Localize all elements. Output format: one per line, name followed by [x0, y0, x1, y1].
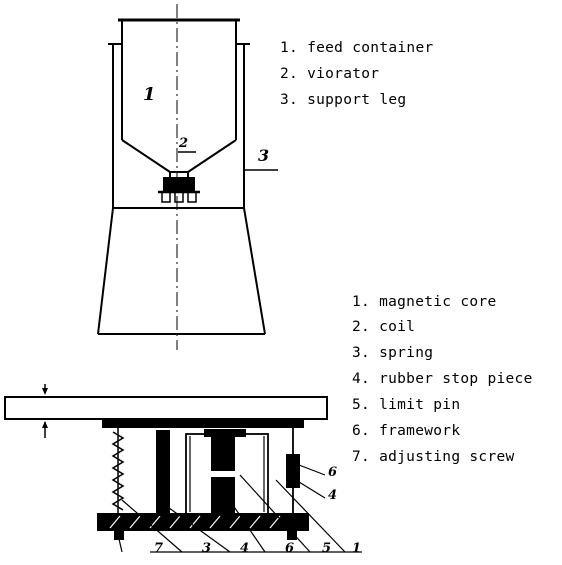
legend-number: 3.	[280, 92, 299, 108]
legend-number: 4.	[352, 371, 371, 387]
legend-text: limit pin	[379, 397, 461, 413]
callout-bottom-3: 4	[240, 541, 250, 556]
base-plate	[97, 513, 309, 540]
top-legend-item-2: 2. viorator	[280, 66, 379, 82]
legend-text: framework	[379, 423, 461, 439]
legend-text: rubber stop piece	[379, 371, 533, 387]
callout-leaders	[118, 464, 362, 553]
legend-text: feed container	[307, 40, 434, 56]
legend-number: 3.	[352, 345, 371, 361]
legend-text: coil	[379, 319, 416, 335]
callout-leg: 3	[258, 146, 270, 165]
top-legend-item-3: 3. support leg	[280, 92, 406, 108]
bottom-legend-item-1: 1. magnetic core	[352, 294, 496, 310]
top-plate	[4, 384, 328, 438]
legend-number: 1.	[352, 294, 371, 310]
bottom-legend-item-3: 3. spring	[352, 345, 433, 361]
feed-container	[118, 18, 240, 178]
callout-side-lower: 4	[328, 488, 338, 503]
top-legend-item-1: 1. feed container	[280, 40, 434, 56]
callout-bottom-4: 6	[285, 541, 295, 556]
callout-side-upper: 6	[328, 465, 338, 480]
callout-bottom-1: 7	[154, 541, 164, 556]
limit-pin	[156, 430, 170, 516]
legend-number: 2.	[280, 66, 299, 82]
bottom-legend-item-4: 4. rubber stop piece	[352, 371, 533, 387]
vibrator-unit	[158, 177, 200, 203]
support-leg-struts	[108, 43, 250, 208]
legend-number: 6.	[352, 423, 371, 439]
legend-number: 1.	[280, 40, 299, 56]
legend-text: spring	[379, 345, 434, 361]
magnetic-core	[211, 435, 235, 515]
bottom-legend-item-6: 6. framework	[352, 423, 460, 439]
legend-text: adjusting screw	[379, 449, 515, 465]
callout-vibrator: 2	[179, 136, 189, 151]
bottom-legend-item-7: 7. adjusting screw	[352, 449, 515, 465]
legend-text: magnetic core	[379, 294, 497, 310]
bottom-legend-item-2: 2. coil	[352, 319, 415, 335]
bottom-legend-item-5: 5. limit pin	[352, 397, 460, 413]
legend-text: viorator	[307, 66, 380, 82]
legend-number: 7.	[352, 449, 371, 465]
legend-number: 5.	[352, 397, 371, 413]
adjusting-assembly	[286, 427, 300, 514]
spring	[111, 427, 125, 514]
callout-bottom-6: 1	[352, 541, 362, 556]
support-base	[97, 207, 266, 335]
legend-number: 2.	[352, 319, 371, 335]
callout-container: 1	[143, 84, 156, 105]
callout-bottom-5: 5	[322, 541, 332, 556]
legend-text: support leg	[307, 92, 407, 108]
callout-bottom-2: 3	[202, 541, 212, 556]
